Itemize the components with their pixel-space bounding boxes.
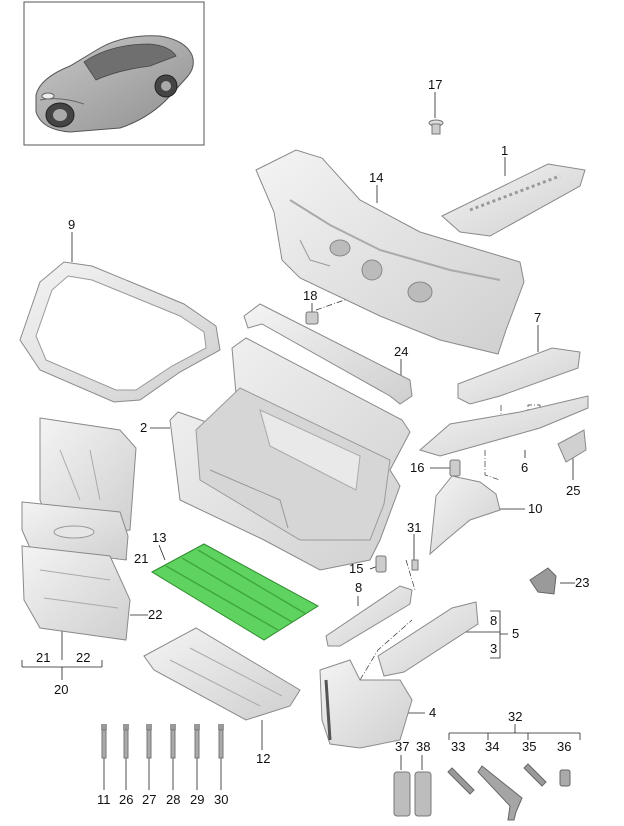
callout-18: 18 <box>303 288 318 303</box>
callout-21-bottom: 21 <box>36 650 51 665</box>
callout-37: 37 <box>395 739 410 754</box>
part-9[interactable] <box>19 261 221 403</box>
callout-11: 11 <box>97 792 111 807</box>
part-18[interactable] <box>305 311 319 325</box>
callout-17: 17 <box>428 77 443 92</box>
part-24[interactable] <box>243 303 413 405</box>
callout-36: 36 <box>557 739 572 754</box>
callout-7: 7 <box>534 310 542 325</box>
callout-30: 30 <box>214 792 229 807</box>
part-4[interactable] <box>319 659 413 749</box>
part-10[interactable] <box>429 475 501 556</box>
car-thumbnail-icon[interactable] <box>23 1 205 146</box>
callout-16: 16 <box>410 460 425 475</box>
callout-2: 2 <box>140 420 148 435</box>
part-16[interactable] <box>449 459 461 477</box>
callout-32: 32 <box>508 709 523 724</box>
part-5[interactable] <box>377 601 479 677</box>
callout-35: 35 <box>522 739 537 754</box>
group-brackets <box>21 610 581 740</box>
part-30[interactable] <box>218 724 224 759</box>
callout-14: 14 <box>369 170 384 185</box>
callout-10: 10 <box>528 501 543 516</box>
callout-23: 23 <box>575 575 590 590</box>
part-26[interactable] <box>123 724 129 759</box>
callout-21-right: 21 <box>134 551 149 566</box>
callout-13: 13 <box>152 530 167 545</box>
callout-12: 12 <box>256 751 271 766</box>
part-34[interactable] <box>477 765 523 821</box>
part-8[interactable] <box>325 585 413 647</box>
fasteners <box>101 724 224 759</box>
part-37[interactable] <box>393 771 411 817</box>
part-22[interactable] <box>21 545 131 641</box>
part-28[interactable] <box>170 724 176 759</box>
callout-22-bottom: 22 <box>76 650 91 665</box>
part-38[interactable] <box>414 771 432 817</box>
callout-38: 38 <box>416 739 431 754</box>
part-2[interactable] <box>169 337 411 571</box>
callout-33: 33 <box>451 739 466 754</box>
callout-26: 26 <box>119 792 134 807</box>
part-1[interactable] <box>441 163 586 237</box>
callout-29: 29 <box>190 792 205 807</box>
callout-15: 15 <box>349 561 364 576</box>
part-23[interactable] <box>529 567 557 595</box>
part-12[interactable] <box>143 627 301 721</box>
part-21[interactable] <box>21 501 129 561</box>
part-36[interactable] <box>559 769 571 787</box>
callout-31: 31 <box>407 520 422 535</box>
callout-8-upper: 8 <box>355 580 363 595</box>
callout-8-bracket: 8 <box>490 613 498 628</box>
part-11[interactable] <box>101 724 107 759</box>
part-15[interactable] <box>375 555 387 573</box>
callout-20: 20 <box>54 682 69 697</box>
part-7[interactable] <box>457 347 581 405</box>
callout-1: 1 <box>501 143 509 158</box>
part-6[interactable] <box>418 395 589 457</box>
callout-4: 4 <box>429 705 437 720</box>
callout-24: 24 <box>394 344 409 359</box>
green-floor-panel[interactable] <box>150 543 319 641</box>
callout-22-right: 22 <box>148 607 163 622</box>
part-14[interactable] <box>255 149 525 355</box>
part-29[interactable] <box>194 724 200 759</box>
part-17[interactable] <box>428 119 444 135</box>
callout-28: 28 <box>166 792 181 807</box>
callout-25: 25 <box>566 483 581 498</box>
callout-27: 27 <box>142 792 157 807</box>
callout-6: 6 <box>521 460 529 475</box>
callout-5: 5 <box>512 626 520 641</box>
leader-lines <box>61 92 575 790</box>
part-27[interactable] <box>146 724 152 759</box>
part-31[interactable] <box>411 559 419 571</box>
callout-34: 34 <box>485 739 500 754</box>
part-25[interactable] <box>557 429 587 463</box>
part-35[interactable] <box>523 763 547 787</box>
callout-3: 3 <box>490 641 498 656</box>
part-33[interactable] <box>447 767 475 795</box>
callout-9: 9 <box>68 217 76 232</box>
